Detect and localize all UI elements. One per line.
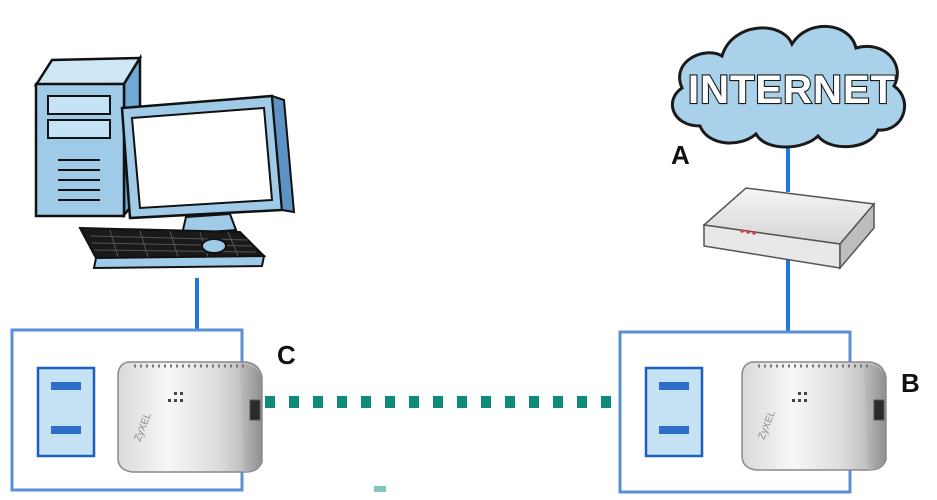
internet-cloud: INTERNET: [670, 25, 906, 149]
left-power-outlet: [36, 366, 96, 458]
right-power-outlet: [644, 366, 704, 458]
ethernet-port-c: [249, 399, 261, 421]
powerline-mark: [374, 486, 386, 492]
ethernet-port-b: [873, 399, 885, 421]
label-c: C: [277, 340, 296, 370]
label-b: B: [901, 368, 920, 398]
label-a: A: [671, 140, 690, 170]
router-icon: [702, 187, 876, 271]
powerline-adapter-c: ZyXEL: [117, 361, 263, 473]
computer-icon: [33, 53, 296, 270]
powerline-adapter-b: ZyXEL: [741, 361, 887, 471]
cloud-label: INTERNET: [688, 68, 896, 112]
